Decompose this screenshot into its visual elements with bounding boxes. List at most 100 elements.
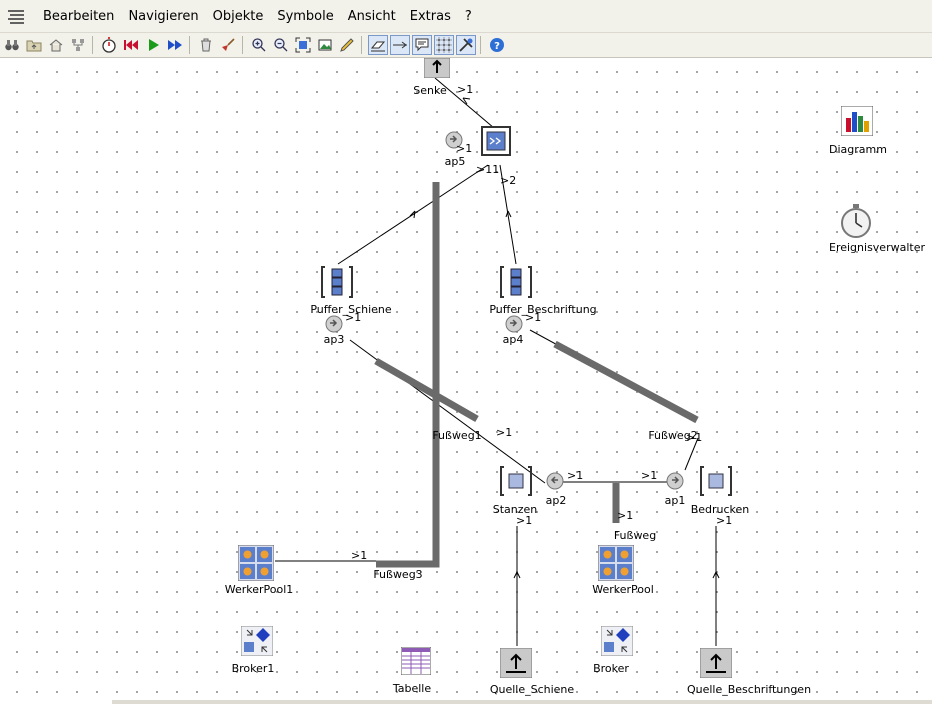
connector-label: >1 [716,514,733,527]
tools-icon[interactable] [456,35,476,55]
senke-node[interactable] [423,57,451,81]
puffer-schiene-label: Puffer_Schiene [310,303,392,316]
toolbar-separator [361,36,362,54]
stopwatch-icon[interactable] [99,35,119,55]
folder-up-icon[interactable] [24,35,44,55]
ap4-node[interactable] [504,314,524,337]
fussweg2-label: Fußweg2 [648,429,698,442]
broker-node[interactable] [600,625,634,659]
broker-icon [240,625,274,657]
comment-icon[interactable] [412,35,432,55]
sink-arrow-icon [423,57,451,79]
fussweg3-path[interactable] [376,182,440,568]
play-icon[interactable] [143,35,163,55]
werkerpool1-node[interactable] [237,544,275,584]
connector-line[interactable] [684,437,699,471]
toolbar-separator [189,36,190,54]
toolbar-separator [242,36,243,54]
fussweg2-path[interactable] [553,340,699,424]
werkerpool-label: WerkerPool [592,583,654,596]
menu-ansicht[interactable]: Ansicht [347,8,396,24]
ap2-label: ap2 [545,494,567,507]
workplace-icon [546,472,564,490]
help-icon[interactable]: ? [487,35,507,55]
reset-icon[interactable] [121,35,141,55]
worker-pool-icon [237,544,275,582]
ap4-label: ap4 [502,333,524,346]
menu-symbole[interactable]: Symbole [277,8,334,24]
toolbar-separator [480,36,481,54]
trash-icon[interactable] [196,35,216,55]
buffer-icon [500,266,532,298]
puffer-beschriftung-node[interactable] [500,266,532,301]
quelle-schiene-label: Quelle_Schiene [489,683,575,696]
grid-icon[interactable] [434,35,454,55]
connector-label: >1 [567,469,584,482]
menu-bar: Bearbeiten Navigieren Objekte Symbole An… [0,0,932,33]
broker-label: Broker [593,662,629,675]
menu-navigieren[interactable]: Navigieren [128,8,199,24]
broker1-node[interactable] [240,625,274,659]
toolbar: ? [0,33,932,58]
zoom-in-icon[interactable] [249,35,269,55]
image-icon[interactable] [315,35,335,55]
puffer-schiene-node[interactable] [321,266,353,301]
model-canvas[interactable]: Senke ap5 Diagramm Ereignisverwalter Puf… [0,57,932,704]
quelle-beschriftungen-node[interactable] [699,647,733,681]
menu-help[interactable]: ? [464,8,472,24]
horizontal-scrollbar[interactable] [112,700,932,704]
quelle-schiene-node[interactable] [499,647,533,681]
fast-forward-icon[interactable] [165,35,185,55]
diagramm-label: Diagramm [829,143,887,156]
ap3-label: ap3 [323,333,345,346]
pencil-icon[interactable] [337,35,357,55]
connector-line[interactable] [499,164,517,265]
connector-label: >1 [456,142,473,155]
connector-line[interactable] [337,164,489,265]
workplace-icon [505,315,523,333]
app-menu-icon[interactable] [6,7,28,25]
workplace-icon [445,131,463,149]
connector-label: >1 [457,83,474,96]
broom-icon[interactable] [218,35,238,55]
workplace-icon [325,315,343,333]
connector-label: >1 [686,431,703,444]
werkerpool1-label: WerkerPool1 [224,583,294,596]
connector-label: >1 [345,311,362,324]
ereignisverwalter-label: Ereignisverwalter [829,241,925,254]
binoculars-icon[interactable] [2,35,22,55]
broker1-label: Broker1 [231,662,275,675]
ap5-node[interactable] [444,130,464,153]
connector-label: >2 [500,174,517,187]
ap2-node[interactable] [545,471,565,494]
connector-line[interactable] [434,77,495,129]
connector-label: >11 [476,163,500,176]
menu-extras[interactable]: Extras [409,8,451,24]
assembly-station[interactable] [481,126,511,159]
tabelle-label: Tabelle [392,682,432,695]
diagramm-node[interactable] [840,105,874,139]
connector-label: >1 [617,509,634,522]
menu-objekte[interactable]: Objekte [212,8,264,24]
workplace-icon [666,472,684,490]
bedrucken-node[interactable] [700,466,732,499]
tabelle-node[interactable] [400,646,432,678]
stanzen-label: Stanzen [492,503,538,516]
svg-text:?: ? [494,41,500,52]
zoom-out-icon[interactable] [271,35,291,55]
ap1-node[interactable] [665,471,685,494]
eraser-icon[interactable] [368,35,388,55]
connector-label: >1 [525,311,542,324]
stanzen-node[interactable] [500,466,532,499]
ap3-node[interactable] [324,314,344,337]
fussweg-label: Fußweg [613,529,657,542]
werkerpool-node[interactable] [597,544,635,584]
network-icon[interactable] [68,35,88,55]
fit-icon[interactable] [293,35,313,55]
source-icon [499,647,533,679]
menu-bearbeiten[interactable]: Bearbeiten [43,8,115,24]
fussweg1-path[interactable] [374,357,479,423]
connector-icon[interactable] [390,35,410,55]
home-icon[interactable] [46,35,66,55]
ereignisverwalter-node[interactable] [840,204,872,241]
